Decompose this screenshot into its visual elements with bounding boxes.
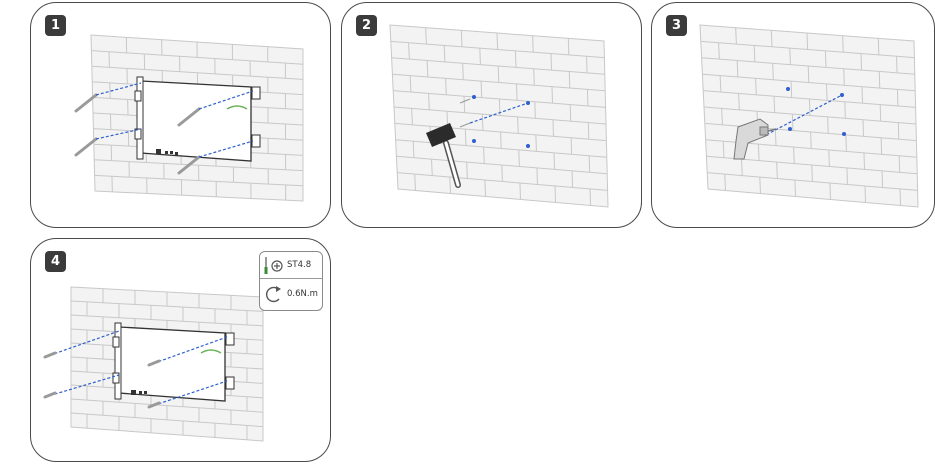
torque-label: 0.6N.m [287, 289, 318, 299]
torque-spec-row: 0.6N.m [260, 284, 322, 306]
inverter [113, 323, 234, 401]
spec-box: ST4.8 0.6N.m [259, 251, 323, 311]
inverter [135, 77, 260, 161]
rotate-icon [260, 284, 286, 306]
step-2-illustration [342, 3, 643, 229]
brick-wall [700, 25, 918, 207]
step-2-panel: 2 [341, 2, 642, 228]
screw-size-label: ST4.8 [287, 260, 311, 270]
screw-spec-row: ST4.8 [260, 255, 322, 277]
step-4-panel: 4 [30, 238, 331, 462]
brick-wall [390, 25, 608, 207]
step-3-illustration [652, 3, 935, 229]
step-1-panel: 1 [30, 2, 331, 228]
step-1-illustration [31, 3, 332, 229]
step-3-panel: 3 [651, 2, 935, 228]
spec-divider [260, 278, 322, 279]
screwdriver-icon [260, 255, 286, 277]
